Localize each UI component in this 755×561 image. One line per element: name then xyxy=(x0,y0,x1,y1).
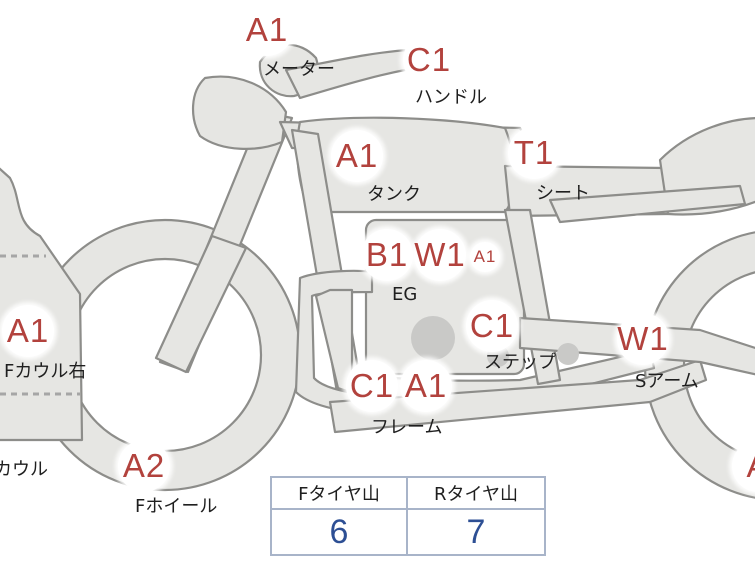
step-grade-badge: C1 xyxy=(466,300,518,352)
front-wheel-grade-badge: A2 xyxy=(118,440,170,492)
seat-label: シート xyxy=(536,183,590,204)
footpeg-right xyxy=(557,343,579,365)
engine-label: EG xyxy=(392,284,418,305)
meter-grade-badge: A1 xyxy=(241,4,293,56)
front-tire-header: Fタイヤ山 xyxy=(272,478,408,510)
tank-grade-badge: A1 xyxy=(331,130,383,182)
rear-wheel-grade-badge: A xyxy=(732,440,755,492)
front-cowl-right-grade-badge: A1 xyxy=(2,305,54,357)
seat-grade-badge: T1 xyxy=(508,127,560,179)
front-wheel-label: Fホイール xyxy=(135,496,218,517)
rear-tire-header: Rタイヤ山 xyxy=(408,478,544,510)
handle-grade-badge: C1 xyxy=(403,34,455,86)
rear-frame xyxy=(548,184,747,224)
frame-label: フレーム xyxy=(371,417,443,438)
engine-grade-badge-w: W1 xyxy=(414,229,466,281)
tire-tread-table: Fタイヤ山 Rタイヤ山 6 7 xyxy=(270,476,546,556)
swing-arm-grade-badge: W1 xyxy=(617,313,669,365)
step-label: ステップ xyxy=(484,352,556,373)
engine-grade-badge-a: A1 xyxy=(470,242,500,272)
handle-label: ハンドル xyxy=(415,87,487,108)
meter-label: メーター xyxy=(263,59,335,80)
front-cowl xyxy=(0,167,84,442)
front-cowl-right-label: Fカウル右 xyxy=(4,361,87,382)
headlight xyxy=(191,75,288,150)
rear-tire-value: 7 xyxy=(466,512,486,551)
swing-arm-label: Sアーム xyxy=(635,371,699,392)
frame-grade-badge-c: C1 xyxy=(346,360,398,412)
front-tire-value: 6 xyxy=(272,510,408,554)
fork-slider xyxy=(154,234,248,374)
engine-grade-badge-b: B1 xyxy=(361,229,413,281)
tank-label: タンク xyxy=(367,184,421,205)
frame-lower xyxy=(328,358,708,434)
frame-grade-badge-a: A1 xyxy=(400,360,452,412)
cowl-label: カウル xyxy=(0,459,48,480)
